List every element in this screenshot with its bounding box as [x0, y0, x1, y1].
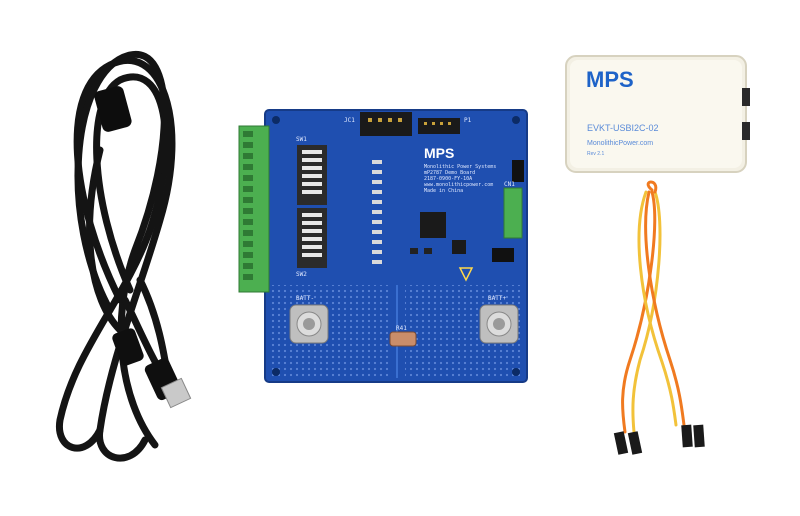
label-p1: P1 — [464, 117, 472, 124]
adapter-logo: MPS — [586, 67, 634, 92]
board-origin: Made in China — [424, 188, 463, 194]
warning-icon — [458, 267, 474, 282]
label-j1: JC1 — [344, 117, 355, 124]
board-part: 2187-0900-FY-10A — [424, 176, 472, 182]
adapter-website: MonolithicPower.com — [587, 140, 653, 147]
adapter-model: EVKT-USBI2C-02 — [587, 123, 659, 133]
label-r41: R41 — [396, 325, 407, 332]
label-batt-neg: BATT- — [296, 295, 314, 302]
board-logo: MPS — [424, 145, 454, 161]
board-model: mP2787 Demo Board — [424, 170, 475, 176]
battery-neg-connector — [289, 304, 329, 344]
board-company: Monolithic Power Systems — [424, 164, 496, 170]
label-sw2: SW2 — [296, 271, 307, 278]
label-batt-pos: BATT+ — [488, 295, 506, 302]
label-sw1: SW1 — [296, 136, 307, 143]
battery-pos-connector — [479, 304, 519, 344]
board-website: www.monolithicpower.com — [424, 182, 493, 188]
adapter-revision: Rev 2.1 — [587, 151, 604, 157]
label-cn1: CN1 — [504, 181, 515, 188]
